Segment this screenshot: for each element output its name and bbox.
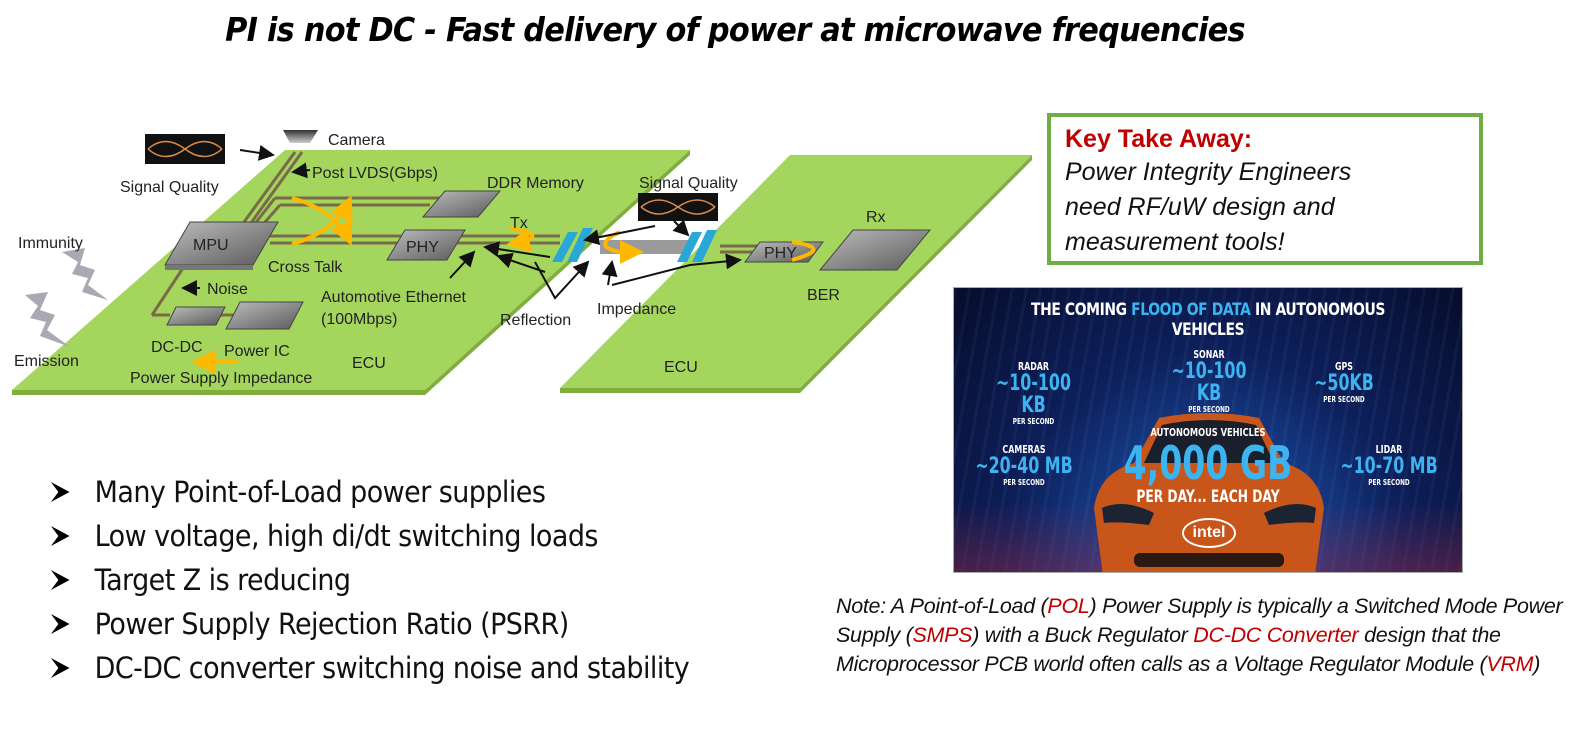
stat-gps: GPS ~50KB PER SECOND xyxy=(1314,360,1374,404)
eye-diagram-left-icon xyxy=(145,134,225,164)
pol-note: Note: A Point-of-Load (POL) Power Supply… xyxy=(836,592,1566,679)
label-signal-quality-center: Signal Quality xyxy=(639,175,738,192)
note-term-vrm: VRM xyxy=(1486,652,1534,676)
stat-lidar: LIDAR ~10-70 MB PER SECOND xyxy=(1340,443,1438,487)
label-ber: BER xyxy=(807,287,840,304)
note-term-smps: SMPS xyxy=(912,623,973,647)
arrowhead-bullet-icon xyxy=(50,482,70,502)
key-takeaway-line: measurement tools! xyxy=(1065,228,1285,256)
stat-cameras: CAMERAS ~20-40 MB PER SECOND xyxy=(975,443,1073,487)
chip-phy-left: PHY xyxy=(386,229,466,261)
label-rx: Rx xyxy=(866,209,886,226)
label-reflection: Reflection xyxy=(500,312,571,329)
chip-dc-dc xyxy=(166,306,226,326)
connector-right-icon xyxy=(677,230,717,262)
daily-data-total: AUTONOMOUS VEHICLES 4,000 GB PER DAY... … xyxy=(954,426,1462,507)
key-takeaway-box: Key Take Away: Power Integrity Engineers… xyxy=(1047,113,1483,265)
arrowhead-bullet-icon xyxy=(50,526,70,546)
chip-rx xyxy=(818,229,932,271)
svg-text:PHY: PHY xyxy=(406,239,439,256)
bullet-list: Many Point-of-Load power supplies Low vo… xyxy=(50,470,737,690)
label-ecu-left: ECU xyxy=(352,355,386,372)
stat-sonar: SONAR ~10-100 KB PER SECOND xyxy=(1171,348,1247,414)
key-takeaway-heading: Key Take Away: xyxy=(1065,125,1253,153)
headline-pre: THE COMING xyxy=(1030,300,1127,320)
diagram-labels: Camera Signal Quality Post LVDS(Gbps) DD… xyxy=(14,132,886,387)
note-text: ) xyxy=(1533,652,1541,676)
label-ddr-memory: DDR Memory xyxy=(487,175,584,192)
slide-title: PI is not DC - Fast delivery of power at… xyxy=(225,10,1246,49)
camera-icon xyxy=(283,130,318,143)
label-camera: Camera xyxy=(328,132,385,149)
label-ecu-right: ECU xyxy=(664,359,698,376)
label-power-ic: Power IC xyxy=(224,343,290,360)
label-impedance: Impedance xyxy=(597,301,676,318)
label-noise: Noise xyxy=(207,281,248,298)
arrowhead-bullet-icon xyxy=(50,570,70,590)
label-power-supply-impedance: Power Supply Impedance xyxy=(130,370,312,387)
center-caption: PER DAY... EACH DAY xyxy=(1136,487,1280,507)
crosstalk-arrows xyxy=(191,195,816,374)
bullet-item: Target Z is reducing xyxy=(50,558,689,602)
arrowhead-bullet-icon xyxy=(50,658,70,678)
chip-power-ic xyxy=(225,301,304,330)
headline-highlight: FLOOD OF DATA xyxy=(1131,300,1251,320)
svg-text:PHY: PHY xyxy=(764,245,797,262)
pointer-arrows xyxy=(181,144,742,300)
svg-text:MPU: MPU xyxy=(193,237,229,254)
autonomous-data-infographic: THE COMING FLOOD OF DATA IN AUTONOMOUS V… xyxy=(953,287,1463,573)
label-post-lvds: Post LVDS(Gbps) xyxy=(312,165,438,182)
stat-radar: RADAR ~10-100 KB PER SECOND xyxy=(996,360,1071,426)
bullet-item: Many Point-of-Load power supplies xyxy=(50,470,689,514)
intel-logo: intel xyxy=(1182,518,1236,548)
note-text: ) Power Supply is typically a Switched M… xyxy=(836,594,1563,647)
ecu-board-right xyxy=(560,155,1032,393)
headline-post: IN AUTONOMOUS VEHICLES xyxy=(1171,300,1386,340)
chip-mpu: MPU xyxy=(164,221,279,270)
note-text: Note: A Point-of-Load ( xyxy=(836,594,1048,618)
note-text: design that the Microprocessor PCB world… xyxy=(836,623,1501,676)
bullet-item: Low voltage, high di/dt switching loads xyxy=(50,514,689,558)
note-text: ) with a Buck Regulator xyxy=(972,623,1194,647)
label-emission: Emission xyxy=(14,353,79,370)
center-label: AUTONOMOUS VEHICLES xyxy=(1150,426,1266,439)
center-value: 4,000 GB xyxy=(1123,436,1293,490)
automotive-pi-diagram: MPU PHY PHY xyxy=(12,130,1032,395)
label-automotive-ethernet: Automotive Ethernet xyxy=(321,289,467,306)
infographic-headline: THE COMING FLOOD OF DATA IN AUTONOMOUS V… xyxy=(1000,300,1417,340)
note-term-pol: POL xyxy=(1047,594,1090,618)
eye-diagram-center-icon xyxy=(638,193,718,221)
bullet-item: Power Supply Rejection Ratio (PSRR) xyxy=(50,602,689,646)
arrowhead-bullet-icon xyxy=(50,614,70,634)
label-signal-quality-left: Signal Quality xyxy=(120,179,219,196)
car-icon xyxy=(1094,413,1324,572)
ecu-board-left xyxy=(12,150,690,395)
label-immunity: Immunity xyxy=(18,235,83,252)
bullet-item: DC-DC converter switching noise and stab… xyxy=(50,646,690,690)
label-cross-talk: Cross Talk xyxy=(268,259,343,276)
label-dc-dc: DC-DC xyxy=(151,339,203,356)
lightning-icon xyxy=(25,248,108,347)
label-tx: Tx xyxy=(510,215,528,232)
key-takeaway-line: Power Integrity Engineers xyxy=(1065,158,1352,186)
key-takeaway-line: need RF/uW design and xyxy=(1065,193,1335,221)
chip-ddr-memory xyxy=(421,190,502,218)
label-automotive-ethernet-rate: (100Mbps) xyxy=(321,311,397,328)
note-term-dc-dc-converter: DC-DC Converter xyxy=(1193,623,1359,647)
